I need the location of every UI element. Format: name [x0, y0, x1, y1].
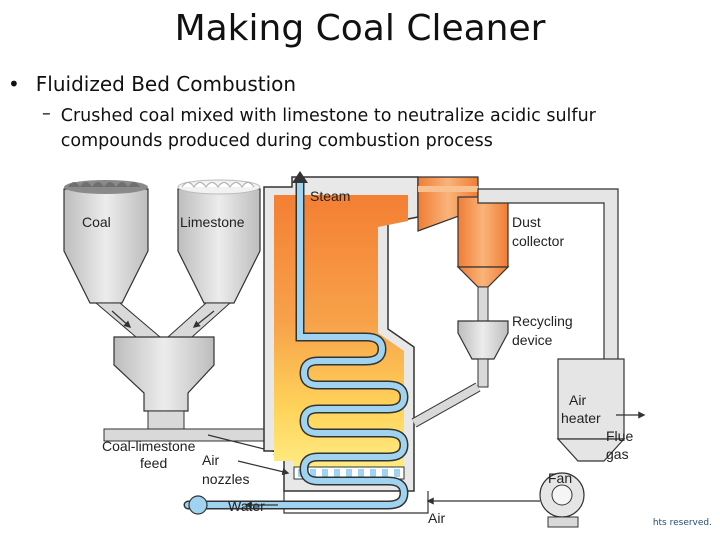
bullet-marker: • [8, 72, 20, 96]
limestone-flow-arrow [192, 310, 215, 328]
sub-bullet-text: Crushed coal mixed with limestone to neu… [60, 106, 596, 151]
label-recycling-2: device [512, 332, 553, 348]
label-airheater-1: Air [569, 392, 586, 408]
label-dust-1: Dust [512, 214, 541, 230]
label-air: Air [428, 510, 445, 526]
recycling-device [411, 320, 509, 428]
label-airheater-2: heater [561, 410, 601, 426]
label-water: Water [228, 498, 265, 514]
limestone-hopper [177, 179, 261, 304]
coal-hopper [63, 180, 149, 304]
air-heater [556, 358, 626, 462]
label-flue-1: Flue [606, 428, 633, 444]
label-dust-2: collector [512, 233, 564, 249]
label-nozzles-2: nozzles [202, 471, 249, 487]
label-coal: Coal [82, 214, 111, 230]
bullet-fluidized-bed: • Fluidized Bed Combustion [8, 72, 296, 96]
copyright-text: hts reserved. [652, 518, 712, 528]
bullet-text: Fluidized Bed Combustion [35, 72, 297, 96]
mixer-funnel [113, 336, 215, 430]
label-recycling-1: Recycling [512, 313, 573, 329]
coal-flow-arrow [111, 310, 132, 328]
label-flue-2: gas [606, 446, 629, 462]
water-steam-coil [183, 171, 409, 515]
label-nozzles-1: Air [202, 452, 219, 468]
fbc-diagram: Coal Limestone Coal-limestone feed Dust … [48, 161, 654, 533]
label-steam: Steam [310, 188, 350, 204]
label-limestone: Limestone [180, 214, 245, 230]
label-feed-1: Coal-limestone [102, 438, 196, 454]
label-feed-2: feed [140, 455, 167, 471]
label-fan: Fan [548, 470, 572, 486]
sub-bullet-marker: – [42, 104, 51, 124]
sub-bullet-description: – Crushed coal mixed with limestone to n… [42, 104, 621, 154]
fan [539, 472, 585, 528]
slide-title: Making Coal Cleaner [174, 8, 546, 49]
